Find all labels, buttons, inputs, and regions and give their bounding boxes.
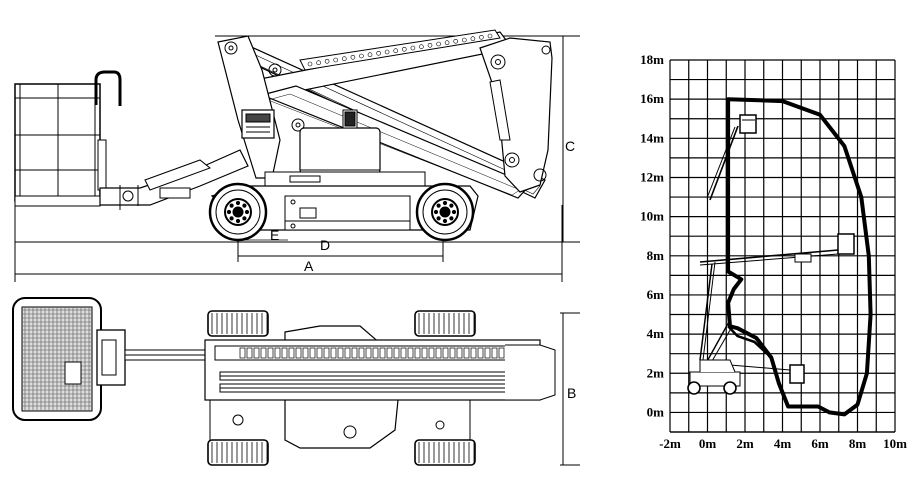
x-tick-label: 0m xyxy=(699,436,717,451)
x-tick-label: 10m xyxy=(883,436,907,451)
dim-label-b: B xyxy=(567,385,576,401)
y-tick-label: 16m xyxy=(640,91,664,106)
x-tick-label: 6m xyxy=(811,436,829,451)
chassis xyxy=(210,185,479,231)
y-tick-label: 2m xyxy=(647,365,665,380)
turntable-mast xyxy=(217,35,426,187)
x-tick-label: 2m xyxy=(736,436,754,451)
y-tick-label: 10m xyxy=(640,209,664,224)
machine-at-max-height xyxy=(706,114,757,201)
basket-top xyxy=(12,297,126,421)
basket xyxy=(14,70,122,207)
wheel-front xyxy=(415,182,475,242)
y-tick-label: 0m xyxy=(647,404,665,419)
jib xyxy=(99,149,249,210)
side-view-drawing xyxy=(14,29,580,282)
envelope-inner-loop xyxy=(727,325,773,359)
y-tick-label: 14m xyxy=(640,130,664,145)
dim-label-d: D xyxy=(320,237,330,253)
x-tick-labels: -2m 0m 2m 4m 6m 8m 10m xyxy=(659,436,907,451)
wheels-top xyxy=(207,310,476,466)
machine-at-max-reach xyxy=(699,233,855,266)
dim-label-a: A xyxy=(304,258,314,274)
dim-label-e: E xyxy=(270,227,279,243)
x-tick-label: 4m xyxy=(774,436,792,451)
machine-stowed xyxy=(687,261,741,395)
x-tick-label: -2m xyxy=(659,436,681,451)
wheel-rear xyxy=(208,182,268,242)
dim-label-c: C xyxy=(565,138,575,154)
envelope-outline xyxy=(726,97,873,417)
working-envelope-chart: -2m 0m 2m 4m 6m 8m 10m 18m 16m 14m 12m 10m 8m 6m 4m 2m… xyxy=(640,52,907,451)
y-tick-label: 4m xyxy=(647,326,665,341)
top-view-drawing xyxy=(12,297,580,466)
y-tick-label: 12m xyxy=(640,169,664,184)
upper-boom xyxy=(254,29,553,199)
y-tick-label: 6m xyxy=(647,287,665,302)
turntable-top xyxy=(204,325,556,449)
y-tick-label: 8m xyxy=(647,248,665,263)
x-tick-label: 8m xyxy=(849,436,867,451)
y-tick-label: 18m xyxy=(640,52,664,67)
y-tick-labels: 18m 16m 14m 12m 10m 8m 6m 4m 2m 0m xyxy=(640,52,664,419)
